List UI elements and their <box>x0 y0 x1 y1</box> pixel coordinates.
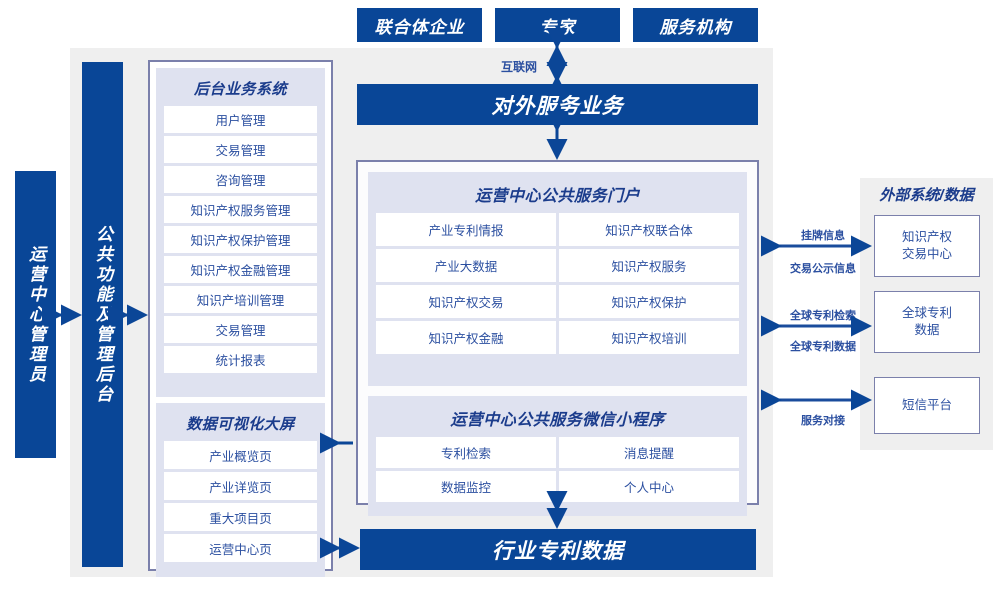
external-system-box-global-patent[interactable]: 全球专利 数据 <box>874 291 980 353</box>
portal-item[interactable]: 产业大数据 <box>376 249 556 282</box>
backend-item[interactable]: 用户管理 <box>164 106 317 133</box>
external-service-bar-label: 对外服务业务 <box>491 94 624 118</box>
connector-label-service-docking: 服务对接 <box>801 415 845 427</box>
miniprogram-grid: 专利检索 消息提醒 数据监控 个人中心 <box>376 437 739 502</box>
visualization-item[interactable]: 产业详览页 <box>164 472 317 500</box>
backend-item[interactable]: 咨询管理 <box>164 166 317 193</box>
industry-patent-data-bar[interactable]: 行业专利数据 <box>360 529 756 570</box>
miniprogram-title: 运营中心公共服务微信小程序 <box>450 412 665 429</box>
portal-group: 运营中心公共服务门户 产业专利情报 知识产权联合体 产业大数据 知识产权服务 知… <box>368 172 747 386</box>
visualization-item[interactable]: 运营中心页 <box>164 534 317 562</box>
backend-system-title: 后台业务系统 <box>193 81 287 98</box>
external-service-bar[interactable]: 对外服务业务 <box>357 84 758 125</box>
miniprogram-group: 运营中心公共服务微信小程序 专利检索 消息提醒 数据监控 个人中心 <box>368 396 747 516</box>
portal-grid: 产业专利情报 知识产权联合体 产业大数据 知识产权服务 知识产权交易 知识产权保… <box>376 213 739 354</box>
backend-item[interactable]: 交易管理 <box>164 316 317 343</box>
backend-item[interactable]: 知识产权保护管理 <box>164 226 317 253</box>
backend-item[interactable]: 交易管理 <box>164 136 317 163</box>
backend-panel-wrapper: 后台业务系统 用户管理 交易管理 咨询管理 知识产权服务管理 知识产权保护管理 … <box>148 60 333 577</box>
backend-item[interactable]: 知识产培训管理 <box>164 286 317 313</box>
top-actor-label: 联合体企业 <box>374 17 465 37</box>
portal-item[interactable]: 知识产权保护 <box>559 285 739 318</box>
industry-patent-data-label: 行业专利数据 <box>492 539 624 563</box>
connector-label-global-patent-data: 全球专利数据 <box>790 341 856 353</box>
internet-connector-label: 互联网 <box>500 60 537 74</box>
visualization-item[interactable]: 重大项目页 <box>164 503 317 531</box>
top-actor-box-2[interactable]: 专家 <box>495 8 620 42</box>
miniprogram-item[interactable]: 专利检索 <box>376 437 556 468</box>
connector-label-listing-info: 挂牌信息 <box>801 230 845 242</box>
top-actor-label: 服务机构 <box>659 17 732 37</box>
portal-item[interactable]: 知识产权金融 <box>376 321 556 354</box>
visualization-board-group: 数据可视化大屏 产业概览页 产业详览页 重大项目页 运营中心页 <box>156 403 325 577</box>
backend-item[interactable]: 知识产权服务管理 <box>164 196 317 223</box>
connector-label-global-patent-search: 全球专利检索 <box>790 310 856 322</box>
miniprogram-item[interactable]: 数据监控 <box>376 471 556 502</box>
visualization-board-title: 数据可视化大屏 <box>186 416 295 433</box>
external-system-box-ip-exchange[interactable]: 知识产权 交易中心 <box>874 215 980 277</box>
backend-system-group: 后台业务系统 用户管理 交易管理 咨询管理 知识产权服务管理 知识产权保护管理 … <box>156 68 325 397</box>
operator-admin-bar[interactable]: 运营中心管理员 <box>15 171 56 458</box>
miniprogram-item[interactable]: 消息提醒 <box>559 437 739 468</box>
external-system-label-line2: 数据 <box>914 323 940 337</box>
portal-title: 运营中心公共服务门户 <box>474 188 640 205</box>
external-systems-title: 外部系统/数据 <box>879 187 974 204</box>
backend-item[interactable]: 知识产权金融管理 <box>164 256 317 283</box>
external-system-label-line1: 知识产权 <box>901 230 952 245</box>
top-actor-box-3[interactable]: 服务机构 <box>633 8 758 42</box>
portal-item[interactable]: 产业专利情报 <box>376 213 556 246</box>
service-platform-container: 运营中心公共服务门户 产业专利情报 知识产权联合体 产业大数据 知识产权服务 知… <box>356 160 759 516</box>
connector-label-trade-public-info: 交易公示信息 <box>790 263 856 275</box>
top-actor-label: 专家 <box>539 17 576 37</box>
common-backend-label: 公共功能及管理后台 <box>93 224 112 405</box>
external-system-label-line1: 全球专利 <box>901 306 952 321</box>
miniprogram-item[interactable]: 个人中心 <box>559 471 739 502</box>
portal-item[interactable]: 知识产权联合体 <box>559 213 739 246</box>
portal-item[interactable]: 知识产权交易 <box>376 285 556 318</box>
external-system-box-sms-platform[interactable]: 短信平台 <box>874 377 980 434</box>
external-system-label-line2: 交易中心 <box>901 247 952 261</box>
portal-item[interactable]: 知识产权服务 <box>559 249 739 282</box>
portal-item[interactable]: 知识产权培训 <box>559 321 739 354</box>
common-backend-bar[interactable]: 公共功能及管理后台 <box>82 62 123 567</box>
operator-admin-label: 运营中心管理员 <box>26 244 45 385</box>
backend-item[interactable]: 统计报表 <box>164 346 317 373</box>
external-system-label-line1: 短信平台 <box>901 398 952 413</box>
top-actor-box-1[interactable]: 联合体企业 <box>357 8 482 42</box>
visualization-item[interactable]: 产业概览页 <box>164 441 317 469</box>
